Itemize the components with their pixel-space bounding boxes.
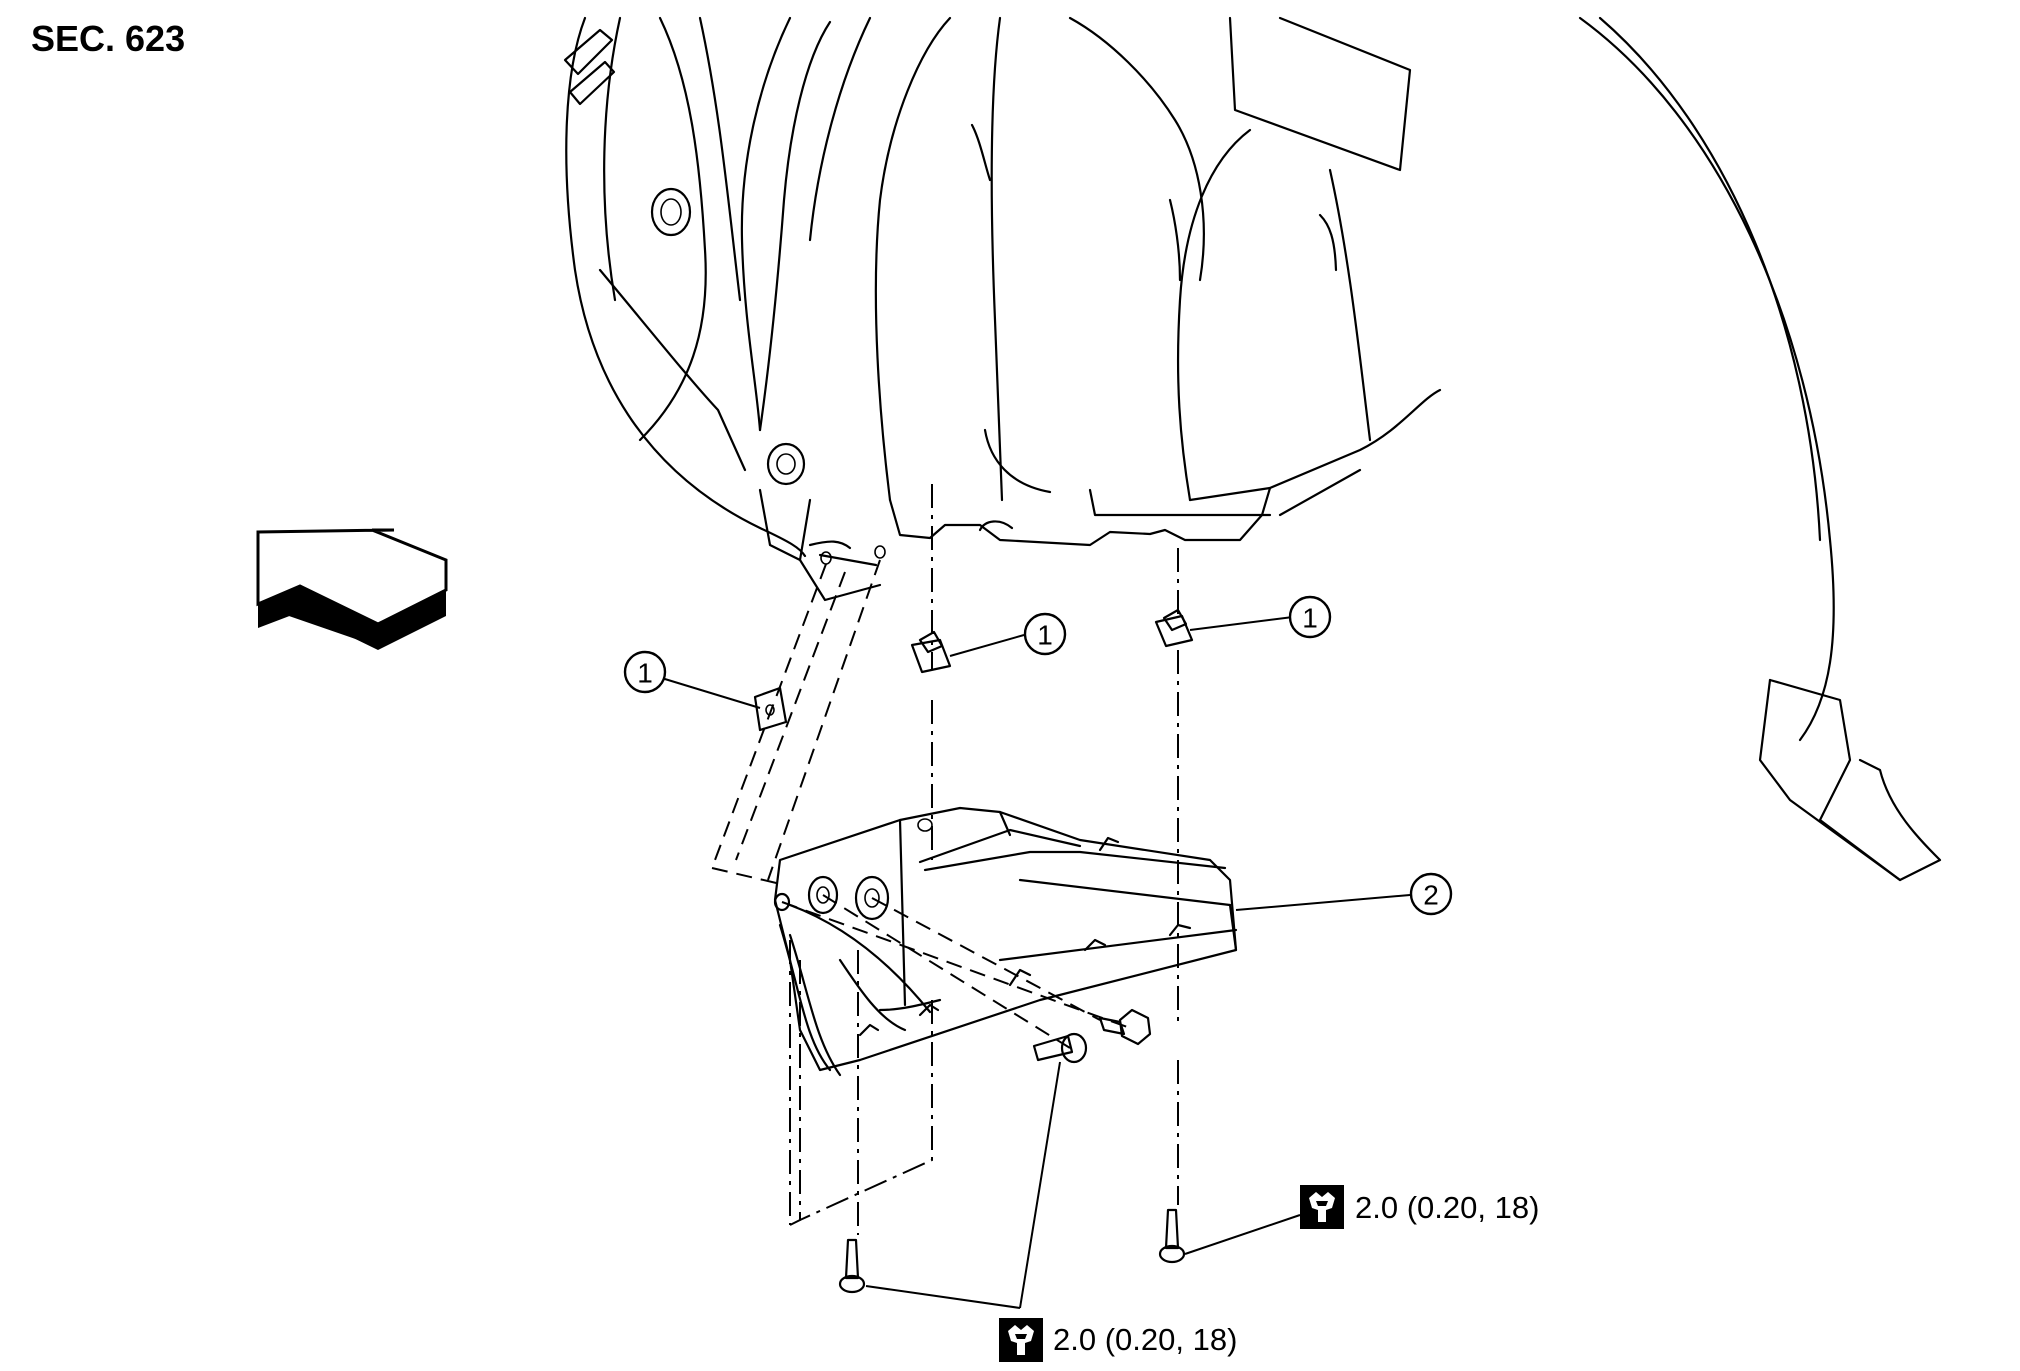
callout-1: 1 — [623, 650, 667, 694]
callout-1: 1 — [1288, 595, 1332, 639]
screw — [838, 1238, 866, 1294]
svg-text:2: 2 — [1423, 880, 1439, 911]
liner-front-tab — [758, 488, 882, 602]
torque-value: 2.0 (0.20, 18) — [1355, 1190, 1539, 1225]
torque-spec-lower: 2.0 (0.20, 18) — [999, 1318, 1237, 1362]
svg-text:1: 1 — [1037, 620, 1053, 651]
torque-spec-upper: 2.0 (0.20, 18) — [1300, 1185, 1539, 1229]
torque-value: 2.0 (0.20, 18) — [1053, 1322, 1237, 1357]
front-direction-arrow-icon — [256, 528, 448, 650]
fender-arch-flange — [1578, 16, 1942, 882]
svg-text:1: 1 — [1302, 603, 1318, 634]
screw — [1158, 1208, 1186, 1264]
mud-guard — [773, 806, 1238, 1077]
liner-grommet — [650, 187, 806, 486]
callout-2: 2 — [1409, 872, 1453, 916]
clip — [910, 630, 952, 674]
clip — [1154, 608, 1194, 648]
svg-text:1: 1 — [637, 658, 653, 689]
screw — [1032, 1032, 1088, 1064]
rivet-clip — [1098, 1008, 1152, 1046]
torque-wrench-icon — [999, 1318, 1043, 1362]
fender-liner — [563, 16, 1442, 558]
callout-1: 1 — [1023, 612, 1067, 656]
alignment-dash-lines — [711, 484, 1179, 1235]
leader-lines — [654, 616, 1411, 1309]
torque-wrench-icon — [1300, 1185, 1344, 1229]
clip — [753, 686, 788, 732]
section-label: SEC. 623 — [31, 18, 186, 59]
